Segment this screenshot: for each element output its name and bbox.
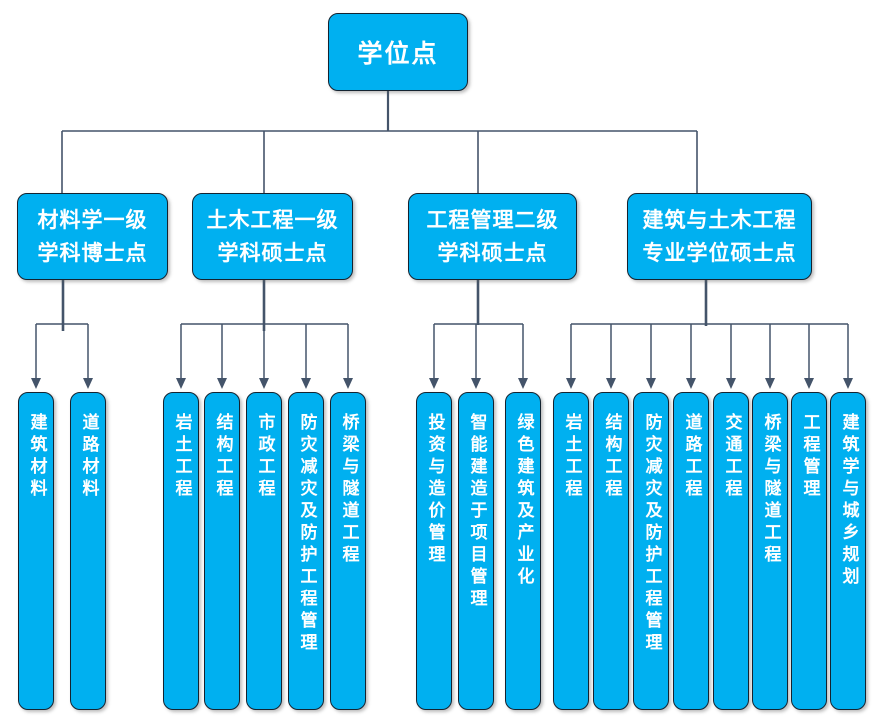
group-label: 材料学一级 学科博士点: [38, 204, 148, 269]
leaf-box: 桥梁与隧道工程: [330, 392, 366, 710]
group-label: 工程管理二级 学科硕士点: [427, 204, 559, 269]
group-box-civil-masters: 土木工程一级 学科硕士点: [192, 193, 353, 280]
leaf-box: 道路工程: [673, 392, 709, 710]
leaf-label: 岩土工程: [171, 413, 192, 501]
arrow-head-icon: [31, 378, 41, 389]
group-label: 建筑与土木工程 专业学位硕士点: [643, 204, 797, 269]
arrow-head-icon: [429, 378, 439, 389]
leaf-box: 建筑材料: [18, 392, 54, 710]
leaf-box: 防灾减灾及防护工程管理: [288, 392, 324, 710]
leaf-box: 防灾减灾及防护工程管理: [633, 392, 669, 710]
group-label-line1: 建筑与土木工程: [642, 207, 797, 232]
arrow-head-icon: [804, 378, 814, 389]
group-label-line2: 学科博士点: [37, 240, 148, 265]
leaf-box: 岩土工程: [553, 392, 589, 710]
arrow-head-icon: [471, 378, 481, 389]
leaf-label: 投资与造价管理: [424, 413, 445, 567]
group-box-engineering-management: 工程管理二级 学科硕士点: [408, 193, 577, 280]
leaf-label: 建筑材料: [26, 413, 47, 501]
leaf-label: 防灾减灾及防护工程管理: [641, 413, 662, 655]
leaf-box: 桥梁与隧道工程: [752, 392, 788, 710]
group-label-line1: 土木工程一级: [206, 207, 339, 232]
leaf-label: 岩土工程: [561, 413, 582, 501]
arrow-head-icon: [259, 378, 269, 389]
root-label: 学位点: [357, 39, 439, 68]
leaf-label: 绿色建筑及产业化: [513, 413, 534, 589]
leaf-box: 结构工程: [204, 392, 240, 710]
group-box-materials-doctoral: 材料学一级 学科博士点: [17, 193, 168, 280]
group-label-line2: 学科硕士点: [437, 240, 548, 265]
leaf-label: 结构工程: [212, 413, 233, 501]
arrow-head-icon: [606, 378, 616, 389]
leaf-box: 市政工程: [246, 392, 282, 710]
leaf-box: 智能建造于项目管理: [458, 392, 494, 710]
leaf-label: 桥梁与隧道工程: [760, 413, 781, 567]
leaf-label: 结构工程: [601, 413, 622, 501]
arrow-head-icon: [843, 378, 853, 389]
leaf-box: 绿色建筑及产业化: [505, 392, 541, 710]
leaf-label: 防灾减灾及防护工程管理: [296, 413, 317, 655]
root-box: 学位点: [328, 13, 468, 91]
arrow-head-icon: [176, 378, 186, 389]
leaf-label: 交通工程: [721, 413, 742, 501]
group-label-line2: 学科硕士点: [217, 240, 328, 265]
leaf-box: 道路材料: [70, 392, 106, 710]
leaf-label: 道路材料: [78, 413, 99, 501]
leaf-box: 结构工程: [593, 392, 629, 710]
group-label-line1: 材料学一级: [37, 207, 148, 232]
leaf-box: 投资与造价管理: [416, 392, 452, 710]
arrow-head-icon: [566, 378, 576, 389]
leaf-label: 道路工程: [681, 413, 702, 501]
leaf-label: 智能建造于项目管理: [466, 413, 487, 611]
leaf-box: 工程管理: [791, 392, 827, 710]
leaf-box: 岩土工程: [163, 392, 199, 710]
leaf-label: 桥梁与隧道工程: [338, 413, 359, 567]
arrow-head-icon: [83, 378, 93, 389]
group-label-line2: 专业学位硕士点: [642, 240, 797, 265]
arrow-head-icon: [217, 378, 227, 389]
leaf-label: 建筑学与城乡规划: [838, 413, 859, 589]
arrow-head-icon: [301, 378, 311, 389]
leaf-box: 交通工程: [713, 392, 749, 710]
arrow-head-icon: [686, 378, 696, 389]
leaf-label: 工程管理: [799, 413, 820, 501]
arrow-head-icon: [765, 378, 775, 389]
group-label-line1: 工程管理二级: [426, 207, 559, 232]
group-label: 土木工程一级 学科硕士点: [207, 204, 339, 269]
arrow-head-icon: [518, 378, 528, 389]
leaf-label: 市政工程: [254, 413, 275, 501]
leaf-box: 建筑学与城乡规划: [830, 392, 866, 710]
arrow-head-icon: [726, 378, 736, 389]
arrow-head-icon: [343, 378, 353, 389]
arrow-head-icon: [646, 378, 656, 389]
group-box-professional-degree: 建筑与土木工程 专业学位硕士点: [627, 193, 812, 280]
